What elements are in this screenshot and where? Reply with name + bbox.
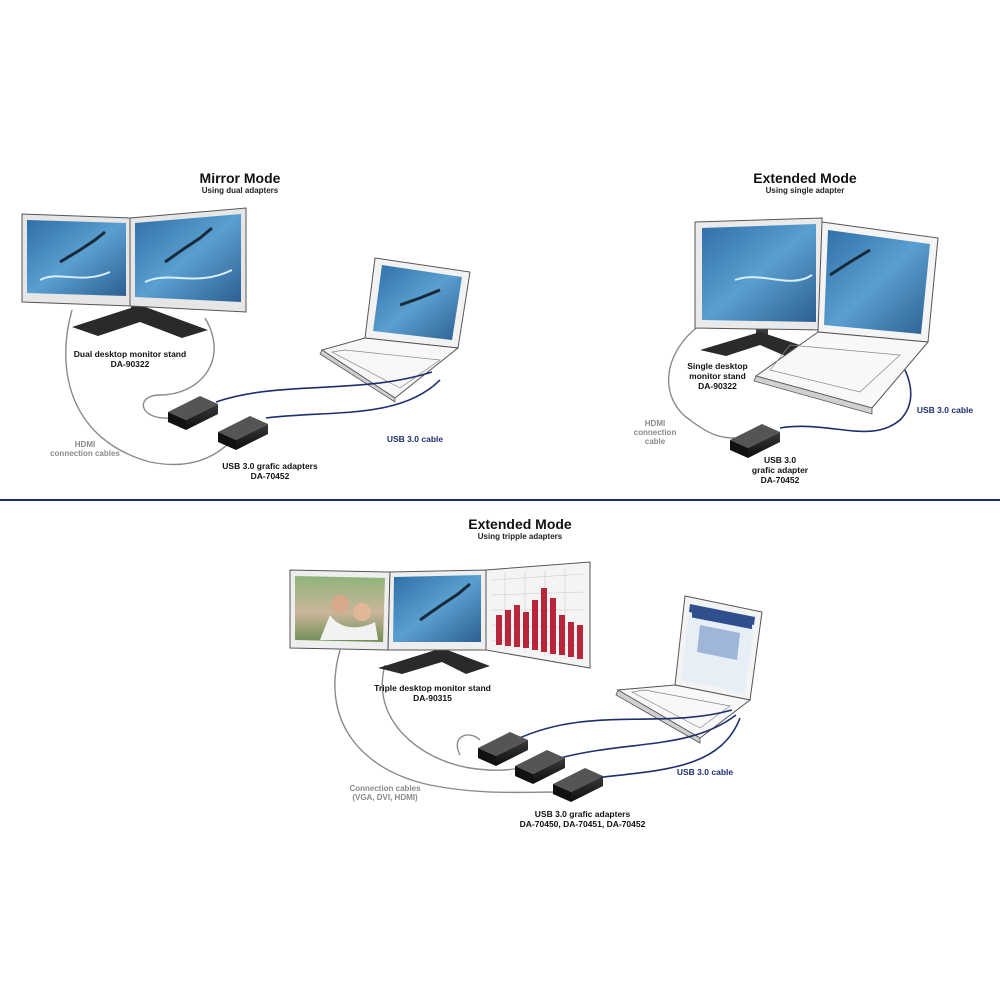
mirror-mode-section xyxy=(21,207,471,466)
laptop-extended xyxy=(753,221,939,415)
extended-single-usb-label: USB 3.0 cable xyxy=(916,405,974,415)
extended-triple-usb-label: USB 3.0 cable xyxy=(676,767,734,777)
hdmi-cables xyxy=(65,309,233,466)
mirror-usb-label: USB 3.0 cable xyxy=(386,434,444,444)
usb-adapter xyxy=(218,416,268,450)
usb-cables xyxy=(514,709,741,779)
monitor-right xyxy=(129,207,247,313)
laptop-mirror xyxy=(319,257,471,403)
connection-cables xyxy=(334,649,561,794)
monitor-center xyxy=(387,569,487,651)
monitor-photo xyxy=(289,569,391,651)
extended-single-title: Extended Mode xyxy=(753,170,857,186)
usb-adapter xyxy=(553,768,603,802)
desktop-monitor xyxy=(694,217,823,331)
usb-adapter xyxy=(168,396,218,430)
usb-cables xyxy=(215,371,441,419)
usb-adapter xyxy=(478,732,528,766)
extended-single-subtitle: Using single adapter xyxy=(765,186,845,195)
usb-adapter xyxy=(730,424,780,458)
extended-single-section xyxy=(668,217,939,458)
monitor-chart xyxy=(485,561,591,669)
mirror-subtitle: Using dual adapters xyxy=(201,186,279,195)
extended-triple-subtitle: Using tripple adapters xyxy=(477,532,563,541)
hdmi-cable xyxy=(668,324,736,439)
monitor-left xyxy=(21,213,131,307)
extended-triple-cables-label: Connection cables(VGA, DVI, HDMI) xyxy=(349,784,421,803)
extended-triple-section xyxy=(289,561,763,802)
laptop-triple xyxy=(615,595,763,744)
mirror-title: Mirror Mode xyxy=(199,170,281,186)
usb-cable xyxy=(779,369,912,433)
extended-triple-title: Extended Mode xyxy=(468,516,572,532)
usb-adapter xyxy=(515,750,565,784)
